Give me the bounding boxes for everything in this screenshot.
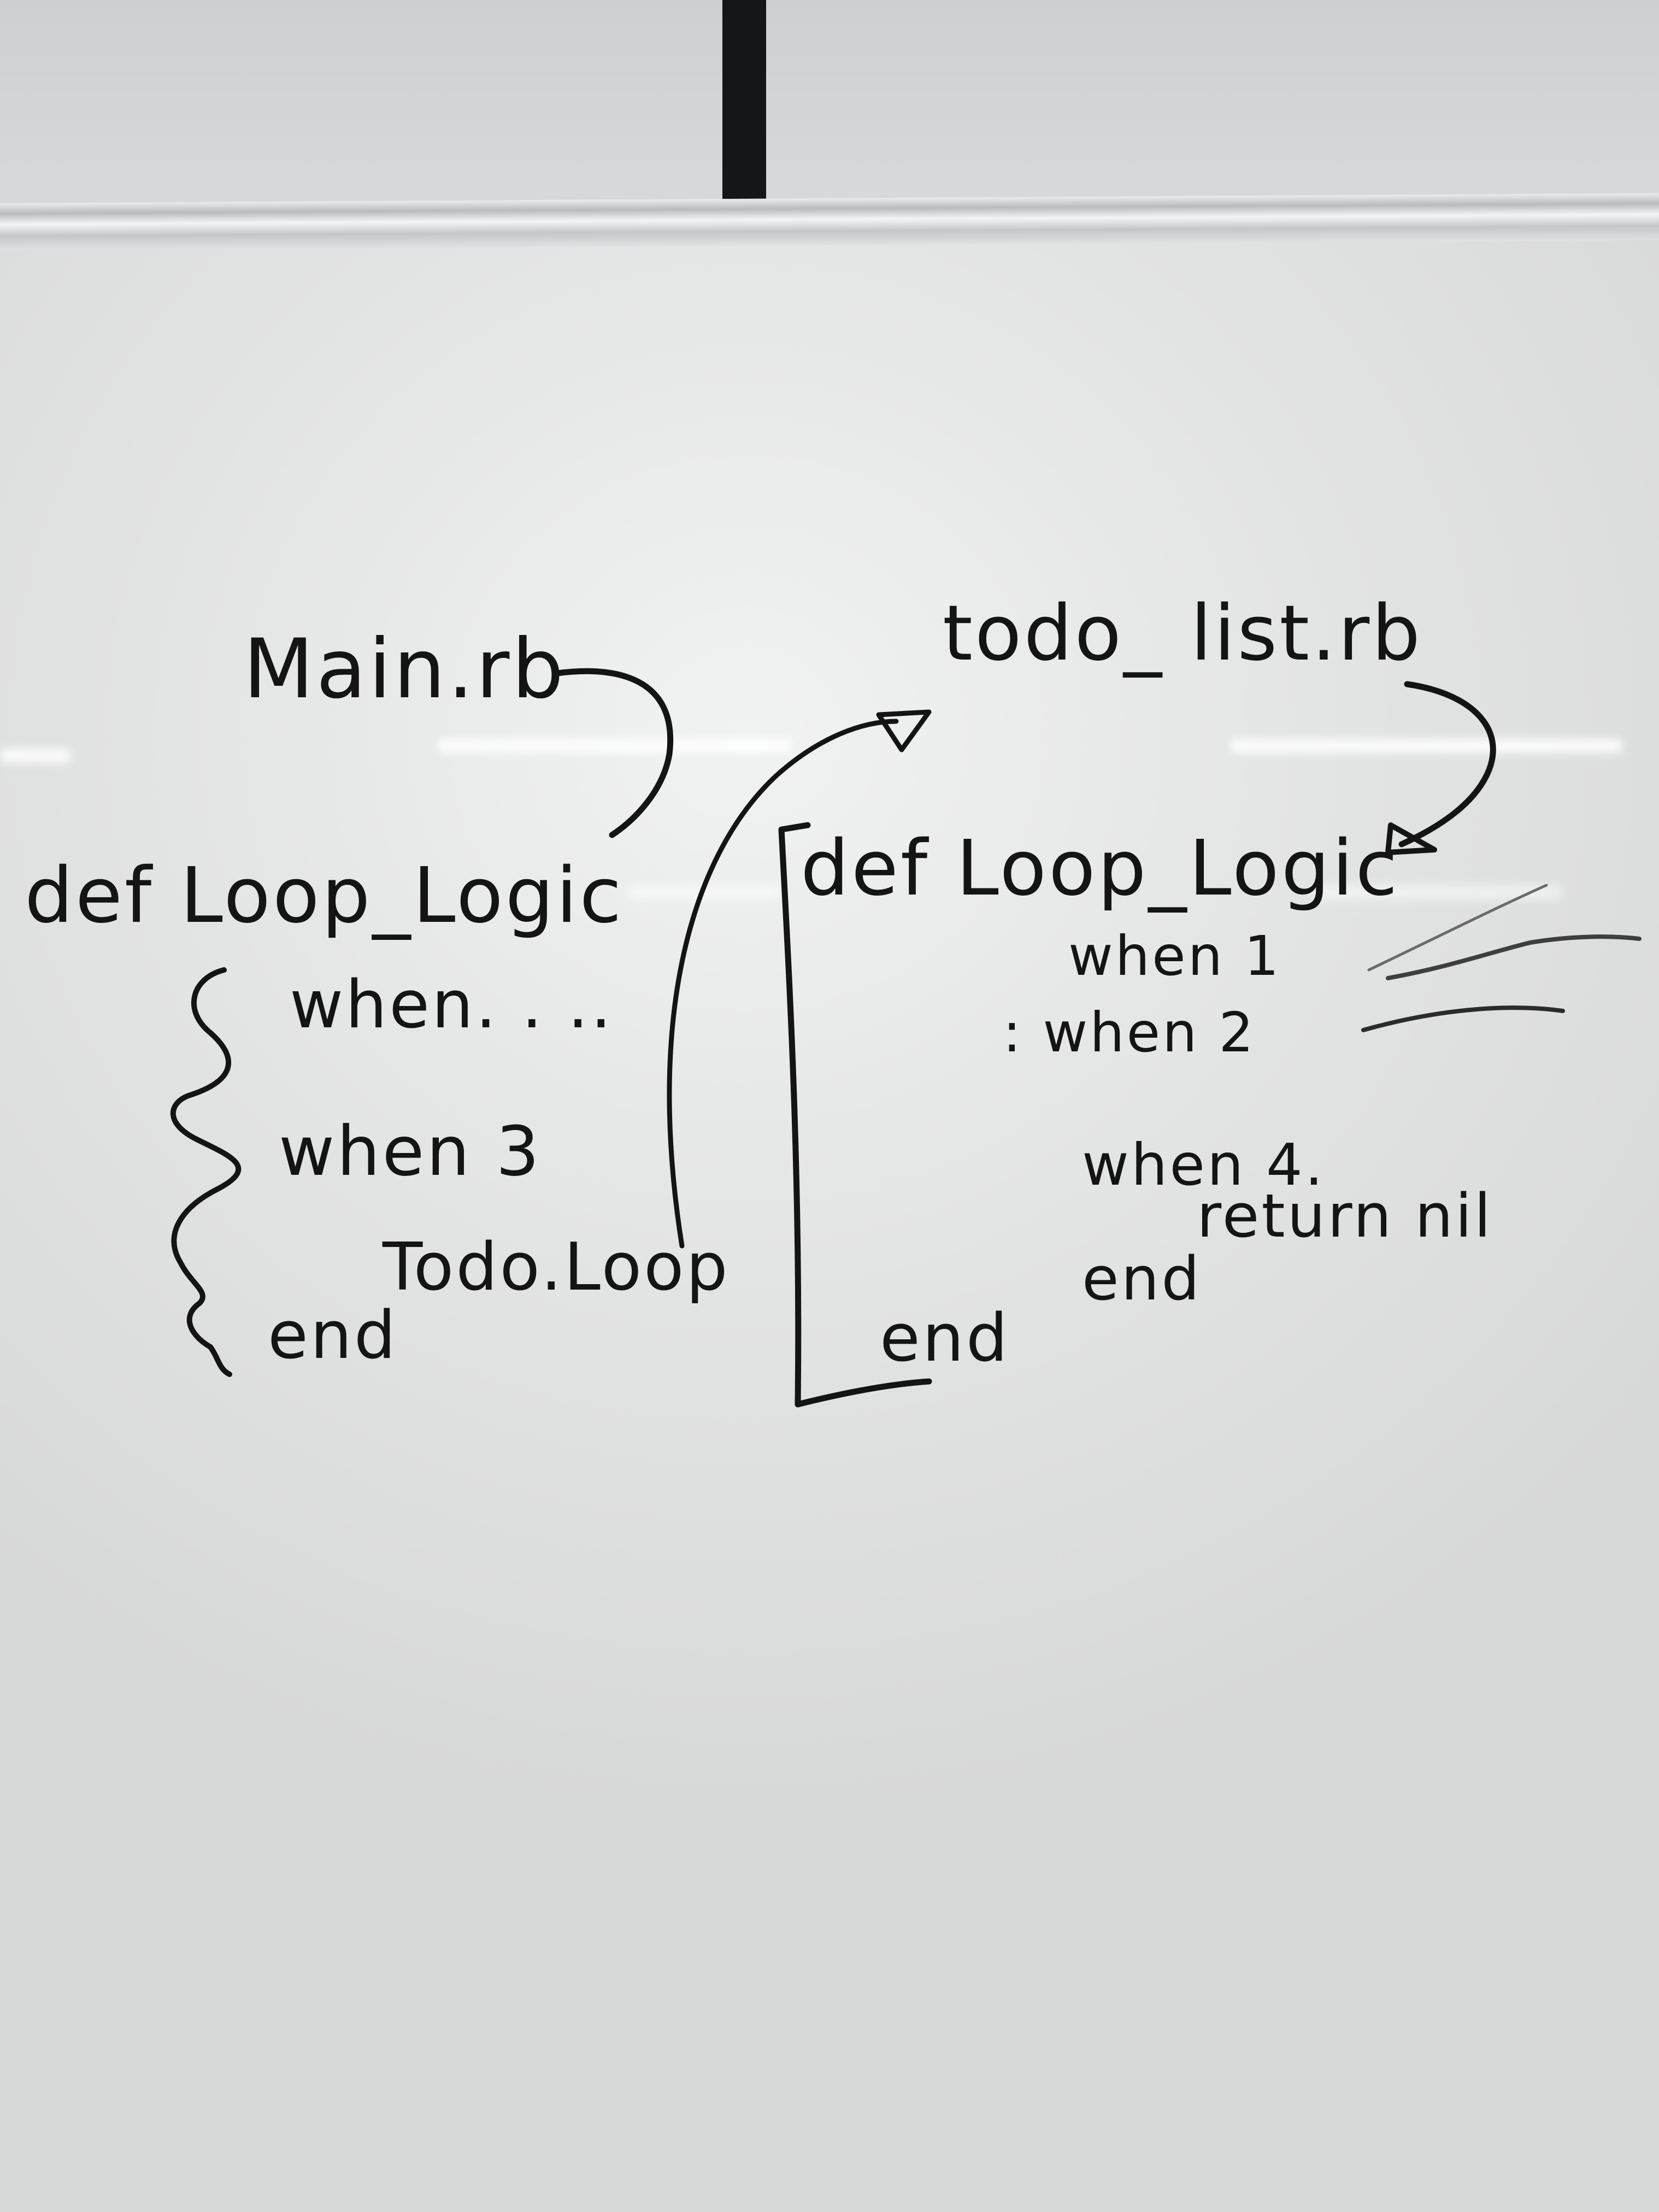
call-arrowhead [876,709,932,752]
wall-seam [722,0,766,208]
main-rb-filename: Main.rb [243,622,566,717]
whiteboard-surface [0,240,1659,2212]
left-curly-brace [170,967,242,1377]
todo-return-nil: return nil [1197,1181,1493,1251]
light-reflection [0,749,71,763]
main-curved-arrow [554,668,674,838]
todo-when-2: : when 2 [1003,1001,1256,1064]
todo-arrowhead [1385,822,1437,855]
todo-list-rb-filename: todo_ list.rb [943,589,1423,678]
todo-inner-end: end [1082,1244,1202,1314]
main-def-line: def Loop_Logic [25,851,624,940]
todo-def-line: def Loop_Logic [801,824,1400,913]
light-reflection [1229,739,1623,753]
right-bracket [778,822,932,1408]
faint-stroke [1386,934,1642,980]
main-end: end [268,1298,398,1374]
wall [0,0,1659,213]
light-reflection [437,739,792,753]
todo-when-4: when 4. [1082,1132,1326,1198]
main-when-first: when. . .. [290,967,614,1043]
todo-curved-arrow [1398,681,1496,848]
faint-stroke [1367,884,1548,972]
faint-stroke [1361,1005,1565,1032]
main-when-3: when 3 [279,1112,542,1191]
todo-when-1: when 1 [1068,924,1281,988]
call-arrow-line [667,719,899,1249]
todo-outer-end: end [880,1301,1010,1376]
main-todo-loop-call: Todo.Loop [383,1229,730,1305]
